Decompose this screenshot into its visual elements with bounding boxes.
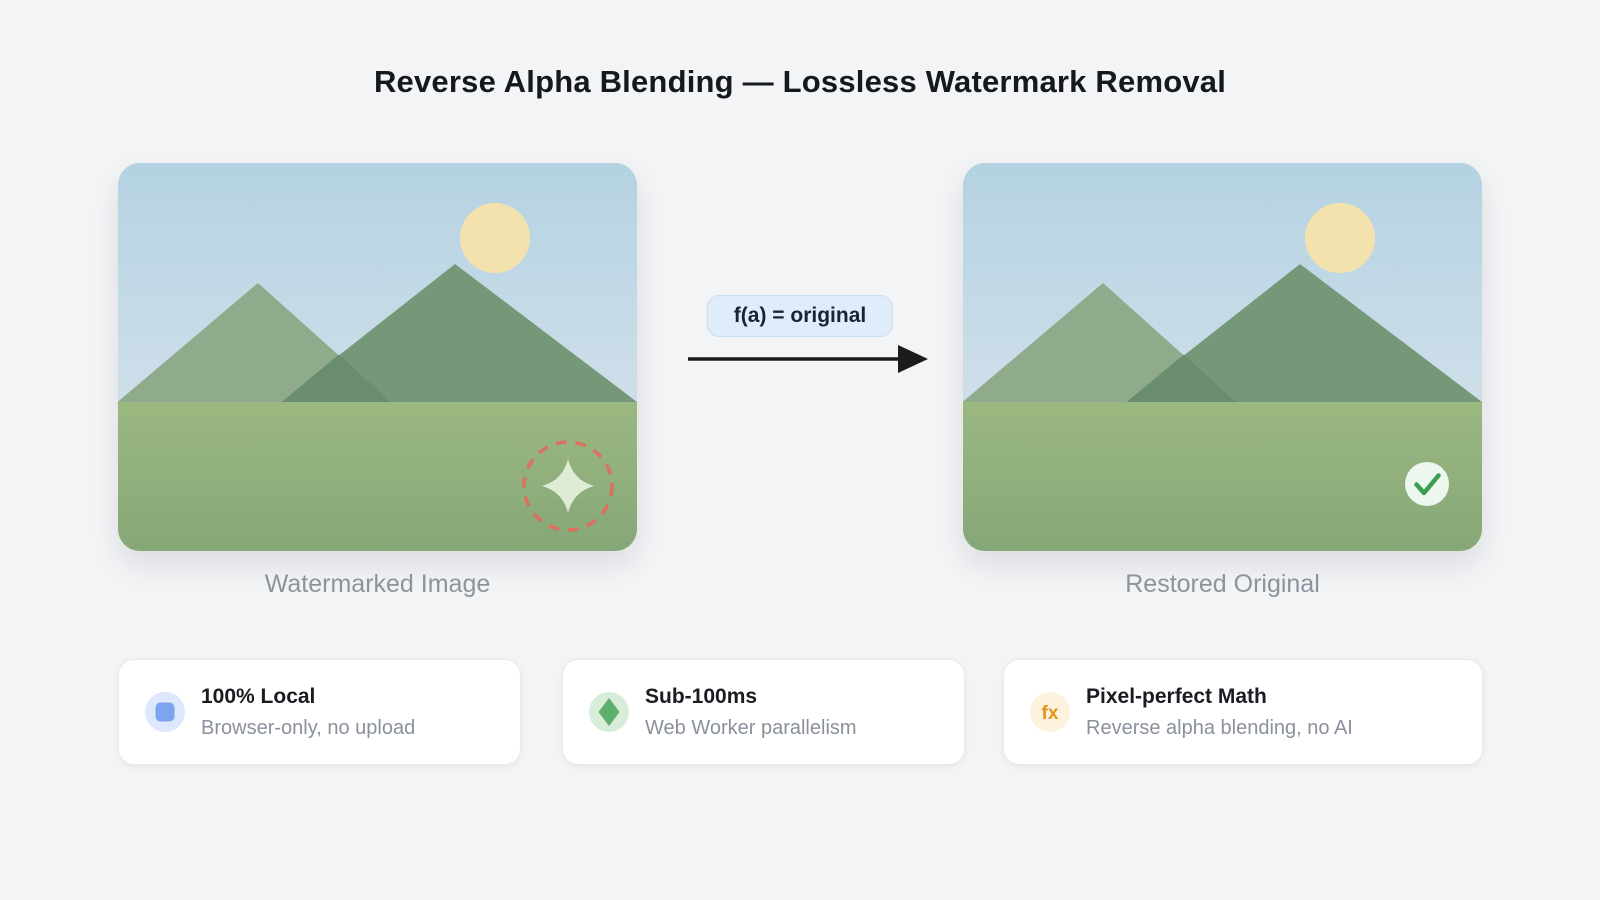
diamond-icon bbox=[598, 698, 620, 726]
success-badge bbox=[1405, 462, 1449, 506]
watermark-ring bbox=[522, 440, 614, 532]
local-icon-bubble bbox=[145, 692, 185, 732]
feature-text: Pixel-perfect Math Reverse alpha blendin… bbox=[1086, 684, 1353, 740]
feature-card-math: fx Pixel-perfect Math Reverse alpha blen… bbox=[1003, 659, 1483, 765]
mountain-overlap-shadow bbox=[1123, 354, 1239, 405]
feature-text: Sub-100ms Web Worker parallelism bbox=[645, 684, 857, 740]
after-caption: Restored Original bbox=[1125, 570, 1320, 598]
check-circle bbox=[1405, 462, 1449, 506]
checkmark-icon bbox=[1414, 473, 1441, 496]
feature-text: 100% Local Browser-only, no upload bbox=[201, 684, 415, 740]
landscape-illustration-after bbox=[963, 163, 1482, 551]
speed-icon-bubble bbox=[589, 692, 629, 732]
fx-icon: fx bbox=[1042, 703, 1059, 724]
before-caption: Watermarked Image bbox=[264, 570, 491, 598]
icon-bubble-bg bbox=[1030, 692, 1070, 732]
transform-arrow bbox=[688, 345, 928, 373]
restored-image-card bbox=[963, 163, 1482, 551]
square-icon bbox=[155, 702, 175, 722]
page-title: Reverse Alpha Blending — Lossless Waterm… bbox=[373, 64, 1227, 99]
mountain-overlap-shadow bbox=[278, 354, 394, 405]
mountain-front bbox=[1121, 264, 1482, 405]
feature-card-speed: Sub-100ms Web Worker parallelism bbox=[562, 659, 965, 765]
landscape-illustration-before bbox=[118, 163, 637, 551]
feature-subtitle: Reverse alpha blending, no AI bbox=[1086, 717, 1353, 739]
formula-badge: f(a) = original bbox=[706, 295, 894, 337]
mountain-front bbox=[276, 264, 637, 405]
feature-title: 100% Local bbox=[201, 685, 316, 708]
feature-title: Pixel-perfect Math bbox=[1086, 685, 1267, 708]
sun-icon bbox=[460, 203, 530, 273]
sparkle-icon bbox=[542, 459, 594, 513]
sun-icon bbox=[1305, 203, 1375, 273]
math-icon-bubble: fx bbox=[1030, 692, 1070, 732]
ground bbox=[963, 402, 1482, 551]
watermarked-image-card bbox=[118, 163, 637, 551]
feature-card-local: 100% Local Browser-only, no upload bbox=[118, 659, 521, 765]
arrow-head-icon bbox=[898, 345, 928, 373]
feature-subtitle: Browser-only, no upload bbox=[201, 717, 416, 739]
feature-title: Sub-100ms bbox=[645, 685, 758, 708]
feature-subtitle: Web Worker parallelism bbox=[645, 717, 857, 739]
watermark-marker bbox=[522, 440, 614, 532]
